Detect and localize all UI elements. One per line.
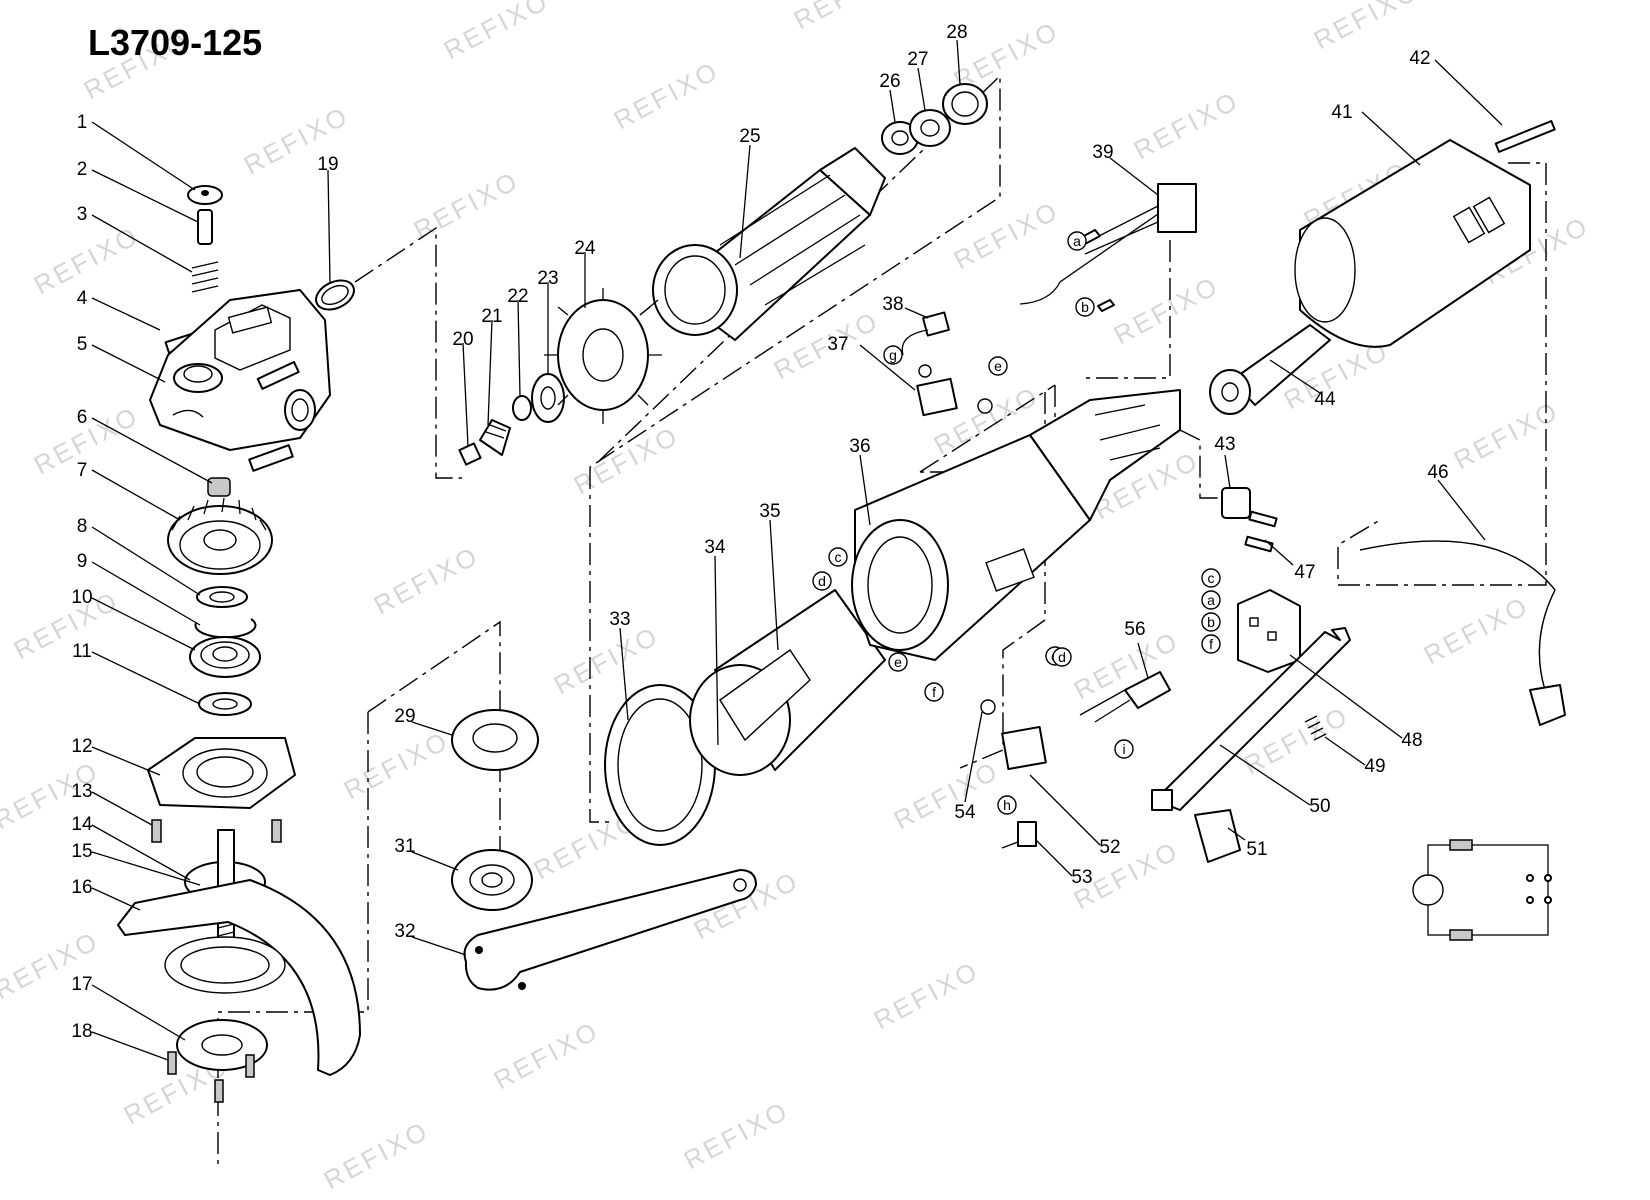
part-label: 32: [394, 921, 415, 942]
watermark-text: REFIXO: [949, 195, 1064, 275]
part-label: 31: [394, 836, 415, 857]
watermark-text: REFIXO: [869, 955, 984, 1035]
svg-text:b: b: [1081, 299, 1089, 315]
watermark-text: REFIXO: [409, 165, 524, 245]
part-label: 4: [77, 288, 88, 309]
watermark-text: REFIXO: [1419, 590, 1534, 670]
part-label: 44: [1314, 389, 1336, 410]
svg-text:a: a: [1207, 592, 1215, 608]
motor-housing-assembly: [451, 389, 1181, 991]
svg-text:d: d: [1058, 649, 1066, 665]
part-label: 51: [1246, 839, 1267, 860]
part-label: 5: [77, 334, 88, 355]
watermark-text: REFIXO: [789, 0, 904, 35]
watermark-text: REFIXO: [489, 1015, 604, 1095]
gear-head-assembly: [117, 185, 361, 1103]
model-title: L3709-125: [88, 22, 262, 63]
part-label: 1: [77, 112, 88, 133]
watermark-text: REFIXO: [9, 585, 124, 665]
part-label: 21: [481, 306, 502, 327]
part-label: 48: [1401, 730, 1422, 751]
part-label: 23: [537, 268, 558, 289]
leader-lines: [91, 39, 1503, 1061]
watermark-text: REFIXO: [1129, 85, 1244, 165]
part-label: 38: [882, 294, 903, 315]
part-label: 49: [1364, 756, 1385, 777]
watermark-text: REFIXO: [319, 1115, 434, 1195]
part-label: 42: [1409, 48, 1430, 69]
svg-text:c: c: [835, 549, 842, 565]
part-label: 47: [1294, 562, 1315, 583]
part-label: 22: [507, 286, 528, 307]
part-label: 26: [879, 71, 900, 92]
svg-text:f: f: [932, 684, 936, 700]
part-label: 15: [71, 841, 92, 862]
svg-text:f: f: [1209, 636, 1213, 652]
watermark-text: REFIXO: [679, 1095, 794, 1175]
part-label: 11: [72, 641, 92, 662]
part-label: 16: [71, 877, 92, 898]
part-label: 9: [77, 551, 88, 572]
part-label: 10: [71, 587, 92, 608]
connection-markers: a b c d e e f g h d i d c a b f: [812, 231, 1221, 815]
part-label: 14: [71, 814, 93, 835]
svg-text:b: b: [1207, 614, 1215, 630]
svg-text:g: g: [889, 347, 897, 363]
part-label: 27: [907, 49, 928, 70]
part-label: 6: [77, 407, 88, 428]
watermark-text: REFIXO: [569, 420, 684, 500]
svg-text:i: i: [1122, 741, 1125, 757]
part-label: 56: [1124, 619, 1145, 640]
part-label: 41: [1331, 102, 1352, 123]
part-label: 17: [71, 974, 92, 995]
watermark-text: REFIXO: [1309, 0, 1424, 55]
armature-assembly: [458, 83, 988, 466]
svg-text:c: c: [1208, 570, 1215, 586]
part-label: 36: [849, 436, 870, 457]
part-label: 19: [317, 154, 338, 175]
watermark-text: REFIXO: [439, 0, 554, 65]
watermark-text: REFIXO: [1109, 270, 1224, 350]
part-label: 46: [1427, 462, 1448, 483]
part-label: 29: [394, 706, 415, 727]
group-boundaries: [217, 74, 1547, 1170]
part-label: 37: [827, 334, 848, 355]
svg-text:a: a: [1073, 233, 1081, 249]
part-label: 18: [71, 1021, 92, 1042]
part-label: 3: [77, 204, 88, 225]
part-label: 53: [1071, 867, 1092, 888]
svg-text:d: d: [818, 573, 826, 589]
wiring-schematic: [1412, 839, 1552, 941]
part-label: 12: [71, 736, 92, 757]
watermark-text: REFIXO: [609, 55, 724, 135]
part-label: 34: [704, 537, 726, 558]
part-label: 28: [946, 22, 967, 43]
part-label: 8: [77, 516, 88, 537]
part-number-labels: 1 2 3 4 5 6 7 8 9 10 11 12 13 14 15 16 1…: [71, 22, 1448, 1042]
svg-text:h: h: [1003, 797, 1011, 813]
part-label: 33: [609, 609, 630, 630]
housing-and-cord: [1209, 120, 1566, 726]
part-label: 20: [452, 329, 473, 350]
part-label: 50: [1309, 796, 1330, 817]
part-label: 35: [759, 501, 780, 522]
watermark-text: REFIXO: [889, 755, 1004, 835]
watermark-text: REFIXO: [1449, 395, 1564, 475]
part-label: 25: [739, 126, 760, 147]
part-label: 2: [77, 159, 88, 180]
electrical-parts: [901, 183, 1351, 863]
svg-text:e: e: [994, 358, 1002, 374]
part-label: 39: [1092, 142, 1113, 163]
part-label: 43: [1214, 434, 1235, 455]
part-label: 7: [77, 460, 88, 481]
part-label: 24: [574, 238, 596, 259]
watermark-text: REFIXO: [369, 540, 484, 620]
part-label: 13: [71, 781, 92, 802]
part-label: 52: [1099, 837, 1120, 858]
svg-text:e: e: [894, 654, 902, 670]
watermark-text: REFIXO: [339, 725, 454, 805]
part-label: 54: [954, 802, 976, 823]
